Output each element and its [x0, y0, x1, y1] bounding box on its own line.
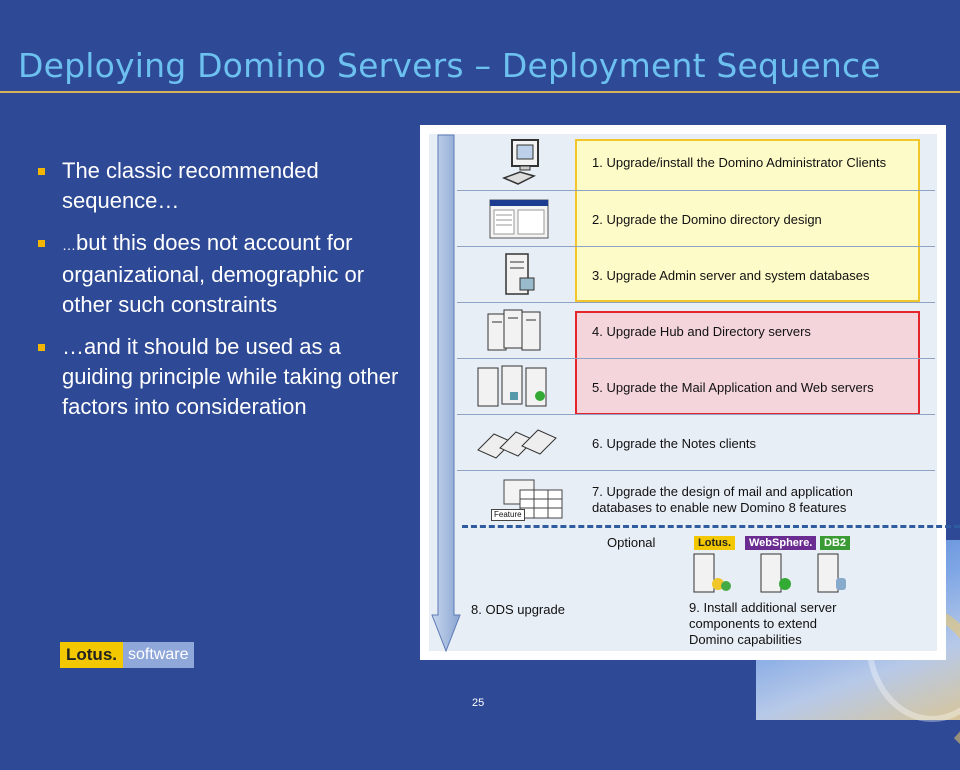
page-number: 25: [472, 697, 485, 709]
sequence-arrow-icon: [431, 134, 461, 653]
lotus-wordmark: Lotus.: [60, 642, 123, 668]
bullet-item: …but this does not account for organizat…: [38, 228, 413, 320]
row-divider: [457, 190, 935, 191]
feature-tag: Feature: [491, 509, 525, 521]
bullet-text: The classic recommended sequence…: [62, 158, 319, 213]
lotus-server-icon: [693, 553, 731, 593]
step-2-label: 2. Upgrade the Domino directory design: [592, 212, 822, 227]
bullet-prefix: …: [62, 237, 76, 253]
websphere-server-icon: [760, 553, 791, 593]
title-divider: [0, 91, 960, 93]
notes-clients-icon: [477, 429, 557, 459]
websphere-logo: WebSphere.: [745, 536, 817, 550]
ods-upgrade-label: 8. ODS upgrade: [471, 602, 565, 617]
step-3-label: 3. Upgrade Admin server and system datab…: [592, 268, 870, 283]
bullet-item: The classic recommended sequence…: [38, 156, 413, 216]
row-divider: [457, 470, 935, 471]
lotus-software-logo: Lotus. software: [60, 642, 195, 668]
bullet-marker-icon: [38, 344, 45, 351]
bullet-text: …and it should be used as a guiding prin…: [62, 334, 399, 419]
bullet-list: The classic recommended sequence… …but t…: [38, 156, 413, 434]
step-7-label: 7. Upgrade the design of mail and applic…: [592, 484, 853, 515]
step-1-label: 1. Upgrade/install the Domino Administra…: [592, 155, 887, 170]
step-6-label: 6. Upgrade the Notes clients: [592, 436, 757, 451]
directory-window-icon: [489, 199, 549, 239]
bullet-text: but this does not account for organizati…: [62, 230, 365, 317]
hub-servers-icon: [487, 309, 541, 351]
step-5-label: 5. Upgrade the Mail Application and Web …: [592, 380, 874, 395]
admin-workstation-icon: [501, 139, 539, 185]
row-divider: [457, 414, 935, 415]
optional-divider: [462, 525, 960, 528]
bullet-marker-icon: [38, 168, 45, 175]
row-divider: [457, 246, 935, 247]
admin-group-highlight: [575, 139, 920, 302]
db2-logo: DB2: [820, 536, 851, 550]
step-4-label: 4. Upgrade Hub and Directory servers: [592, 324, 811, 339]
bullet-item: …and it should be used as a guiding prin…: [38, 332, 413, 422]
mail-web-servers-icon: [477, 365, 547, 407]
optional-label: Optional: [607, 535, 656, 550]
db2-server-icon: [817, 553, 846, 593]
bullet-marker-icon: [38, 240, 45, 247]
admin-server-icon: [505, 253, 535, 295]
row-divider: [457, 358, 935, 359]
step-9-label: 9. Install additional server components …: [689, 600, 837, 647]
lotus-logo: Lotus.: [694, 536, 735, 550]
slide-title: Deploying Domino Servers – Deployment Se…: [18, 46, 881, 85]
software-wordmark: software: [123, 642, 195, 668]
database-design-icon: [503, 479, 563, 519]
row-divider: [457, 302, 935, 303]
